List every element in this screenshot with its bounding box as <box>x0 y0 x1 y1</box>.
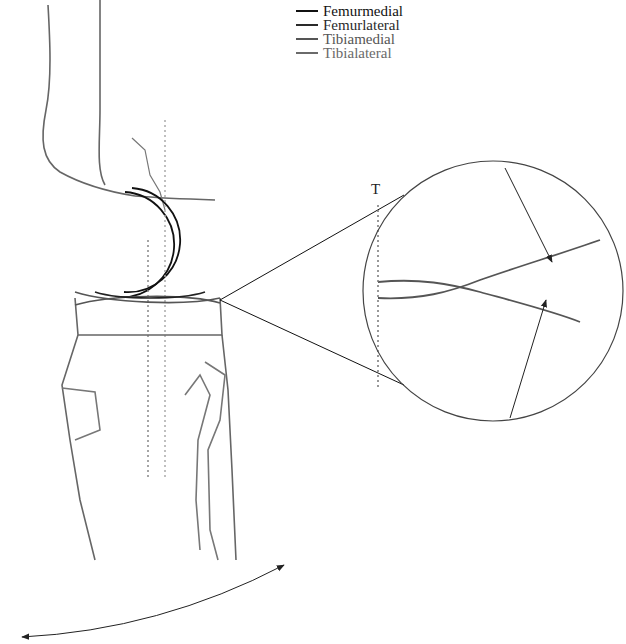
legend-line-sample <box>296 24 318 26</box>
legend-text: Tibialateral <box>323 46 392 60</box>
joint-surfaces <box>75 292 220 305</box>
legend-text: Femurlateral <box>323 18 400 32</box>
femur-axis <box>164 120 166 480</box>
zoom-outline <box>363 161 623 421</box>
tangent-line <box>377 205 379 390</box>
magnified-view: T <box>362 160 624 422</box>
legend-row: Femurlateral <box>296 18 403 32</box>
rotation-arrow <box>22 565 284 637</box>
gap-arrows <box>505 168 552 418</box>
legend-line-sample <box>296 10 318 12</box>
zoom-leaders <box>220 195 404 385</box>
tangent-label: T <box>371 182 380 197</box>
legend-row: Tibiamedial <box>296 32 403 46</box>
legend-text: Femurmedial <box>323 4 403 18</box>
femur-outline <box>43 0 215 210</box>
legend: FemurmedialFemurlateralTibiamedialTibial… <box>296 4 403 60</box>
tibia-outline <box>62 298 236 560</box>
legend-line-sample <box>296 52 318 54</box>
tibia-axis <box>147 240 149 480</box>
legend-row: Femurmedial <box>296 4 403 18</box>
zoom-circle <box>362 160 624 422</box>
magnified-surfaces <box>378 240 600 322</box>
legend-row: Tibialateral <box>296 46 403 60</box>
condyle-circles <box>118 188 180 297</box>
legend-text: Tibiamedial <box>323 32 395 46</box>
legend-line-sample <box>296 38 318 40</box>
